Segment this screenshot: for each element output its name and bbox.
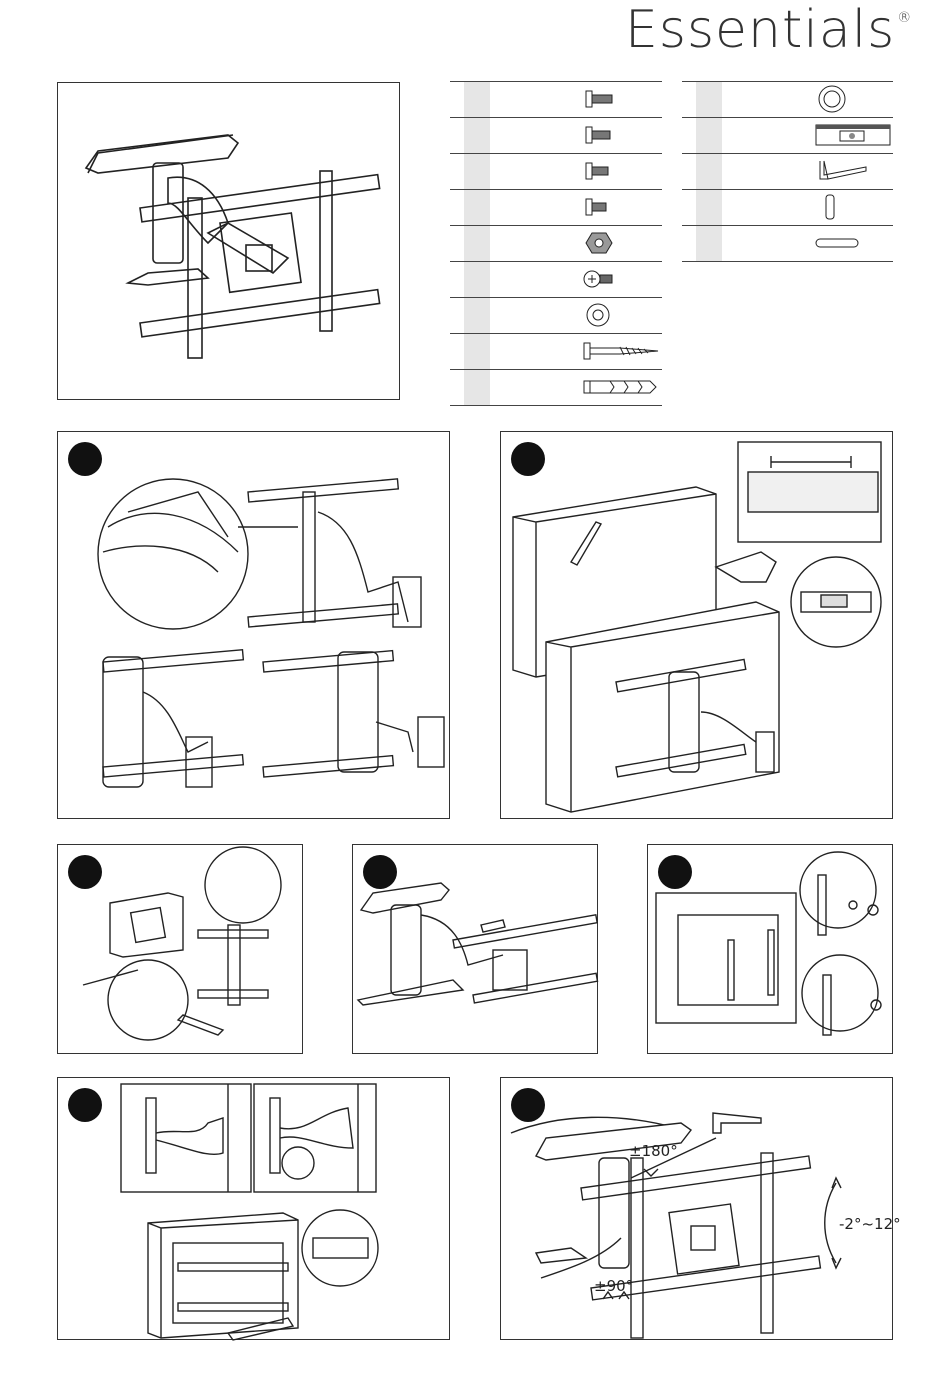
brand-logo: Essentials®: [625, 0, 912, 60]
step-5-marker: [658, 855, 692, 889]
parts-list-right: [682, 81, 893, 262]
part-row: [450, 297, 662, 333]
bolt-icon: [580, 157, 620, 185]
part-row: [450, 189, 662, 225]
step-7-drawing: [501, 1078, 894, 1341]
step-3-panel: [57, 844, 303, 1054]
part-row: [450, 333, 662, 369]
step-1-drawing: [58, 432, 451, 820]
part-row: [682, 189, 893, 225]
overview-illustration-panel: [57, 82, 400, 400]
swivel-angle-label: ±180°: [629, 1142, 678, 1160]
part-row: [682, 153, 893, 189]
part-row: [450, 261, 662, 297]
part-row: [450, 225, 662, 261]
brand-name: Essentials: [625, 0, 895, 60]
part-row: [450, 153, 662, 189]
spacer-icon: [814, 193, 854, 221]
step-4-panel: [352, 844, 598, 1054]
step-5-panel: [647, 844, 893, 1054]
part-row: [682, 117, 893, 153]
step-1-marker: [68, 442, 102, 476]
step-7-panel: ±180° -2°~12° ±90°: [500, 1077, 893, 1340]
step-3-marker: [68, 855, 102, 889]
step-6-marker: [68, 1088, 102, 1122]
part-row: [682, 225, 893, 262]
step-4-marker: [363, 855, 397, 889]
step-6-drawing: [58, 1078, 451, 1341]
part-row: [450, 81, 662, 117]
spirit-level-icon: [814, 121, 894, 149]
parts-list-left: [450, 81, 662, 406]
bolt-icon: [580, 85, 620, 113]
large-washer-icon: [814, 85, 854, 113]
mount-overview-drawing: [58, 83, 401, 401]
step-1-panel: [57, 431, 450, 819]
step-2-panel: [500, 431, 893, 819]
step-2-drawing: [501, 432, 894, 820]
part-row: [450, 369, 662, 406]
step-7-marker: [511, 1088, 545, 1122]
part-row: [682, 81, 893, 117]
washer-icon: [580, 301, 620, 329]
registered-mark: ®: [897, 10, 912, 26]
round-head-screw-icon: [580, 265, 620, 293]
step-2-marker: [511, 442, 545, 476]
part-row: [450, 117, 662, 153]
bolt-icon: [580, 121, 620, 149]
nut-icon: [580, 229, 620, 257]
hex-key-icon: [814, 157, 894, 185]
step-6-panel: [57, 1077, 450, 1340]
lag-screw-icon: [580, 337, 660, 365]
wall-anchor-icon: [580, 373, 660, 401]
bolt-icon: [580, 193, 620, 221]
pin-icon: [814, 229, 874, 257]
rotate-angle-label: ±90°: [594, 1277, 633, 1295]
tilt-range-label: -2°~12°: [839, 1215, 901, 1233]
